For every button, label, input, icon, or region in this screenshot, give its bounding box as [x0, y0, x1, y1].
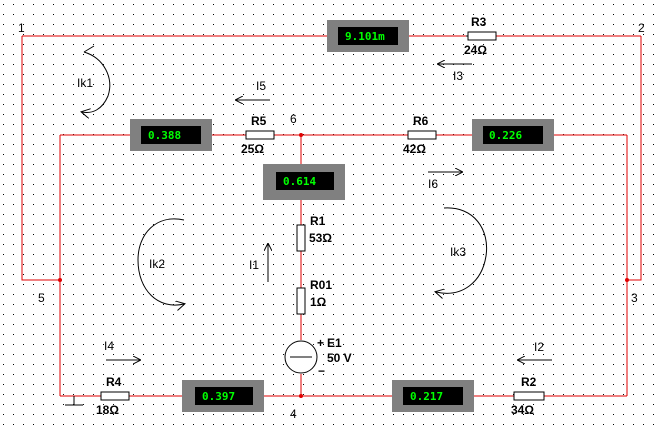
- node-1-label: 1: [18, 21, 25, 35]
- ammeter-i6[interactable]: 0.226: [472, 119, 554, 151]
- resistor-r01-name: R01: [310, 278, 332, 292]
- loop-ik1-label: Ik1: [77, 76, 93, 90]
- resistor-r2-value: 34Ω: [511, 403, 534, 417]
- current-i2-label: I2: [534, 340, 544, 354]
- source-plus-sign: +: [317, 336, 324, 350]
- resistor-r4-value: 18Ω: [96, 403, 119, 417]
- current-i2: I2: [518, 340, 552, 360]
- loop-ik3: Ik3: [436, 207, 488, 293]
- ammeter-i4-reading: 0.397: [202, 390, 235, 403]
- resistor-r1[interactable]: R1 53Ω: [296, 214, 332, 252]
- loop-arrow-tail: [83, 45, 95, 53]
- source-name: E1: [327, 336, 342, 350]
- loop-ik2: Ik2: [137, 218, 184, 305]
- ammeter-i5-reading: 0.388: [148, 129, 181, 142]
- current-i1-label: I1: [249, 258, 259, 272]
- ammeter-i1[interactable]: 0.614: [263, 164, 345, 200]
- current-i1: I1: [249, 244, 268, 282]
- current-i5: I5: [236, 79, 270, 100]
- resistor-r2-name: R2: [521, 375, 537, 389]
- loop-arrow-icon: [82, 51, 111, 112]
- ammeter-top-reading: 9.101m: [345, 30, 385, 43]
- resistor-r3-value: 24Ω: [464, 43, 487, 57]
- current-i4: I4: [104, 339, 140, 360]
- ammeter-i4[interactable]: 0.397: [182, 380, 264, 412]
- loop-ik2-label: Ik2: [149, 257, 165, 271]
- node-5-label: 5: [38, 291, 45, 305]
- loop-ik1: Ik1: [77, 45, 111, 112]
- wires: [21, 35, 642, 397]
- node-4-label: 4: [290, 407, 297, 421]
- current-i6: I6: [428, 172, 462, 191]
- resistor-r6-name: R6: [413, 114, 429, 128]
- resistor-r4-name: R4: [106, 375, 122, 389]
- ammeter-i5[interactable]: 0.388: [130, 119, 212, 151]
- resistor-r01[interactable]: R01 1Ω: [296, 278, 332, 315]
- node-labels: 1 2 3 4 5 6: [18, 21, 645, 421]
- resistor-r5[interactable]: R5 25Ω: [241, 114, 275, 156]
- resistor-r3[interactable]: R3 24Ω: [464, 15, 497, 57]
- resistor-r6[interactable]: R6 42Ω: [403, 114, 437, 156]
- resistor-r1-name: R1: [310, 214, 326, 228]
- resistor-r6-value: 42Ω: [403, 142, 426, 156]
- resistor-r2[interactable]: R2 34Ω: [511, 375, 545, 417]
- ammeter-i6-reading: 0.226: [489, 129, 522, 142]
- current-i3: I3: [438, 64, 472, 83]
- source-value: 50 V: [327, 351, 352, 365]
- junctions: [58, 133, 629, 398]
- ammeter-top[interactable]: 9.101m: [327, 20, 409, 52]
- node-2-label: 2: [638, 21, 645, 35]
- current-i4-label: I4: [104, 339, 114, 353]
- loop-ik3-label: Ik3: [450, 245, 466, 259]
- resistor-r01-value: 1Ω: [310, 295, 327, 309]
- loop-arrow-icon: [436, 207, 488, 293]
- current-i3-label: I3: [453, 69, 463, 83]
- resistor-r4[interactable]: R4 18Ω: [96, 375, 130, 417]
- ammeter-i1-reading: 0.614: [283, 175, 316, 188]
- ground-symbol: [65, 396, 83, 406]
- node-3-label: 3: [631, 291, 638, 305]
- source-minus-sign: −: [318, 364, 325, 378]
- ammeter-i2[interactable]: 0.217: [392, 380, 474, 412]
- resistor-r1-value: 53Ω: [309, 231, 332, 245]
- loop-arrow-icon: [137, 218, 184, 305]
- resistor-r5-name: R5: [251, 114, 267, 128]
- node-6-label: 6: [290, 112, 297, 126]
- current-i6-label: I6: [428, 177, 438, 191]
- ammeter-i2-reading: 0.217: [410, 390, 443, 403]
- resistor-r5-value: 25Ω: [241, 142, 264, 156]
- current-i5-label: I5: [256, 79, 266, 93]
- voltage-source-e1[interactable]: + − E1 50 V: [284, 336, 352, 378]
- resistor-r3-name: R3: [471, 15, 487, 29]
